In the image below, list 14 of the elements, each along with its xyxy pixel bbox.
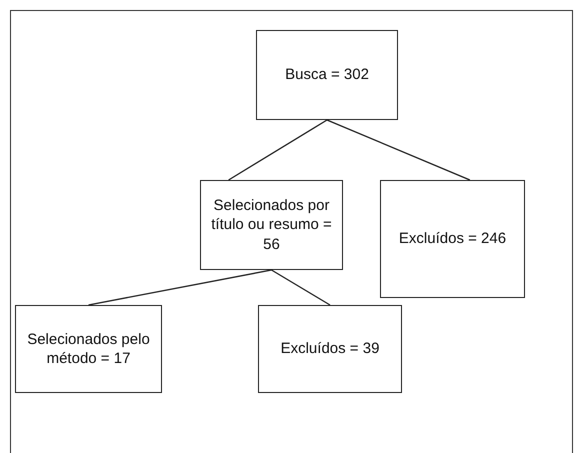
box-label: Busca = 302 bbox=[285, 65, 369, 85]
connector-line bbox=[88, 269, 272, 306]
process-box bbox=[258, 305, 402, 393]
box-label: Selecionados por título ou resumo = 56 bbox=[210, 196, 333, 254]
connector-line bbox=[271, 269, 330, 306]
process-box bbox=[380, 180, 525, 298]
box-label: Excluídos = 246 bbox=[398, 229, 506, 249]
box-label: Excluídos = 39 bbox=[280, 339, 380, 359]
process-box bbox=[200, 180, 343, 270]
process-box bbox=[15, 305, 162, 393]
connector-line bbox=[228, 119, 328, 181]
connector-line bbox=[326, 119, 470, 181]
box-label: Selecionados pelo método = 17 bbox=[26, 330, 151, 368]
process-box bbox=[256, 30, 398, 120]
